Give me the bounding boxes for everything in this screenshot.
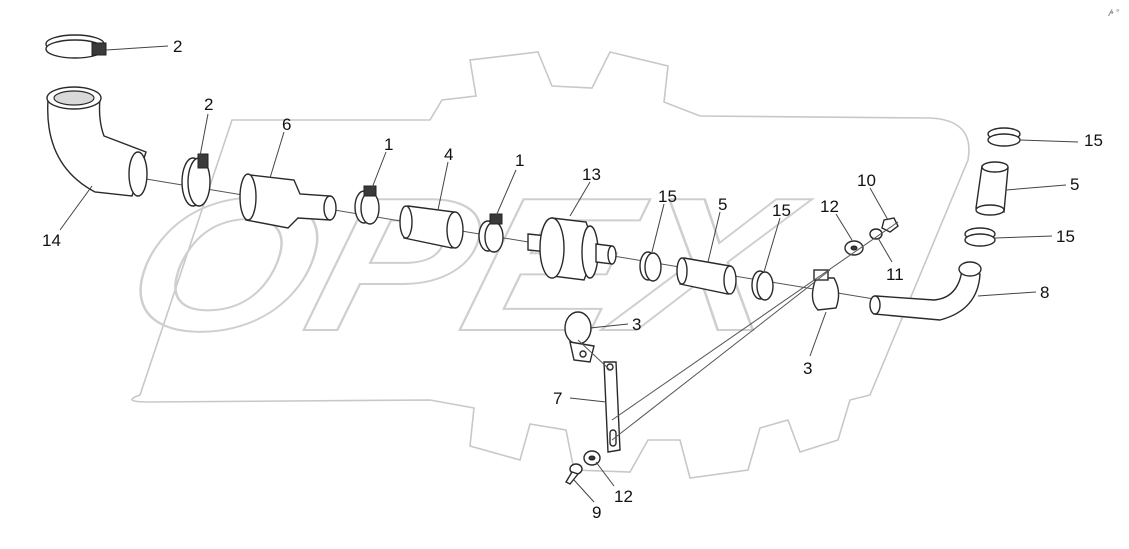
axis-bracket-a (577, 339, 611, 371)
callout-10: 10 (857, 171, 876, 190)
callout-3-a: 3 (632, 315, 641, 334)
callout-2-mid: 2 (204, 95, 213, 114)
clamp-mid (181, 153, 211, 207)
pipe-5a (676, 257, 737, 295)
clamp-15b (751, 270, 774, 301)
callout-15-b: 15 (772, 201, 791, 220)
callout-12-a: 12 (820, 197, 839, 216)
strap-7 (603, 361, 621, 453)
bracket-clamp-right (811, 269, 840, 311)
nut-10 (881, 217, 899, 233)
callout-12-b: 12 (614, 487, 633, 506)
pipe-5-right (975, 161, 1009, 216)
callout-15-right: 15 (1056, 227, 1075, 246)
axis-bracket-b (611, 269, 831, 441)
callout-13: 13 (582, 165, 601, 184)
callout-14: 14 (42, 231, 61, 250)
pipe-4 (399, 205, 464, 249)
bent-pipe (869, 261, 982, 321)
clamp-top (45, 34, 107, 59)
callout-5-a: 5 (718, 195, 727, 214)
clamp-1a (354, 185, 380, 225)
clamp-15-right (964, 227, 996, 247)
callout-5-right: 5 (1070, 175, 1079, 194)
bolt-9 (565, 463, 583, 485)
bracket-clamp-left (564, 311, 595, 363)
callout-9: 9 (592, 503, 601, 522)
clamp-15-top (987, 127, 1021, 147)
corner-mark: 𝓅 ᵊ (1108, 7, 1120, 16)
callout-3-b: 3 (803, 359, 812, 378)
washer-11 (869, 228, 883, 240)
callout-15-top: 15 (1084, 131, 1103, 150)
leader-lines (59, 45, 1079, 503)
callout-2-top: 2 (173, 37, 182, 56)
callout-1-b: 1 (515, 151, 524, 170)
callout-7: 7 (553, 389, 562, 408)
callout-1-a: 1 (384, 135, 393, 154)
washer-12b (583, 450, 601, 466)
inline-filter (527, 217, 617, 281)
callout-15-a: 15 (658, 187, 677, 206)
clamp-15a (639, 251, 662, 282)
clamp-1b (478, 213, 504, 253)
reducer-pipe (239, 173, 337, 229)
callout-6: 6 (282, 115, 291, 134)
washer-12a (844, 240, 864, 256)
callout-4: 4 (444, 145, 453, 164)
callout-8: 8 (1040, 283, 1049, 302)
watermark-gear (131, 51, 970, 479)
elbow-hose (46, 86, 148, 197)
axis-bracket-c (611, 221, 899, 421)
callout-11: 11 (886, 265, 904, 284)
